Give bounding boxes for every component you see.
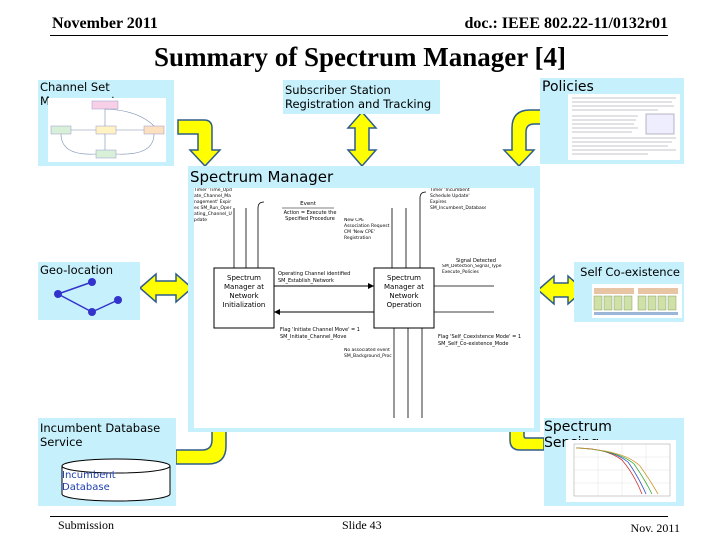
spectrum-manager-box: Spectrum Manager Event Action = Execute … — [188, 166, 540, 432]
sm-initiate: SM_Initiate_Channel_Move — [280, 334, 346, 340]
geo-location-box: Geo-location — [38, 262, 140, 320]
state-init-label: Spectrum Manager at Network Initializati… — [222, 274, 266, 309]
database-cylinder-icon — [61, 458, 171, 502]
sm-detection: SM_Detection_Signal_Type Execute_Policie… — [442, 264, 502, 275]
policies-label: Policies — [542, 79, 594, 95]
footer-submission: Submission — [58, 518, 115, 532]
policies-text-lines — [572, 97, 676, 155]
flag-self: Flag 'Self_Coexistence Mode' = 1 — [438, 334, 521, 340]
legend-event: Event — [300, 201, 317, 207]
sm-self: SM_Self_Co-existence_Mode — [438, 341, 508, 347]
arrow-channel-set — [177, 119, 222, 168]
state-diagram-panel: Event Action = Execute the Specified Pro… — [194, 188, 534, 428]
geo-network-graph — [54, 278, 122, 316]
channel-set-box: Channel Set Management — [38, 80, 174, 166]
sensing-curves — [573, 443, 671, 497]
state-op-label: Spectrum Manager at Network Operation — [384, 274, 424, 309]
header-date: November 2011 — [52, 15, 158, 32]
self-coexistence-label: Self Co-existence — [580, 265, 680, 279]
no-assoc: No associated event SM_Background_Proces… — [344, 348, 392, 359]
policies-box: Policies — [540, 78, 684, 164]
self-coexistence-thumbnail — [592, 284, 682, 318]
incumbent-db-label: Incumbent Database Service — [40, 421, 161, 449]
state-diagram-svg: Event Action = Execute the Specified Pro… — [194, 188, 521, 418]
flag-initiate: Flag 'Initiate Channel Move' = 1 — [280, 327, 360, 333]
header-doc-id: doc.: IEEE 802.22-11/0132r01 — [464, 15, 668, 32]
self-coexistence-box: Self Co-existence — [574, 262, 684, 322]
footer-date: Nov. 2011 — [630, 521, 680, 535]
legend-action: Action = Execute the Specified Procedure — [283, 210, 337, 222]
new-cpe: New CPE Association Request CM 'New CPE'… — [344, 218, 390, 241]
geo-location-label: Geo-location — [40, 263, 114, 277]
page-title: Summary of Spectrum Manager [4] — [154, 42, 566, 72]
arrow-geo-location — [138, 272, 194, 304]
coexistence-frames — [593, 288, 678, 315]
footer-rule — [50, 516, 668, 517]
op-channel-identified: Operating Channel identified — [278, 271, 350, 277]
state-op-box — [373, 267, 435, 329]
timer-top-left: Timer 'Time_Update_Channel_Management' E… — [194, 188, 232, 223]
channel-set-state-graph — [50, 100, 165, 159]
arrow-policies — [502, 109, 549, 168]
incumbent-db-cylinder-label: Incumbent Database — [62, 470, 116, 493]
header-rule — [50, 35, 668, 36]
incumbent-db-box: Incumbent Database Service Incumbent Dat… — [38, 418, 176, 506]
footer-slide-number: Slide 43 — [342, 518, 382, 532]
timer-top-right: Timer 'Incumbent Schedule Update' Expire… — [430, 188, 486, 211]
arrow-subscriber — [346, 110, 378, 168]
spectrum-sensing-plot-thumbnail — [566, 440, 676, 502]
state-init-box — [213, 267, 275, 329]
policies-document-thumbnail — [568, 94, 680, 160]
spectrum-manager-label: Spectrum Manager — [190, 168, 334, 186]
subscriber-label: Subscriber Station Registration and Trac… — [285, 83, 432, 111]
subscriber-box: Subscriber Station Registration and Trac… — [283, 80, 440, 114]
sm-establish: SM_Establish_Network — [278, 278, 334, 284]
channel-set-diagram-thumbnail — [48, 98, 166, 162]
signal-detected: Signal Detected — [456, 258, 496, 264]
spectrum-sensing-box: Spectrum Sensing — [544, 418, 684, 506]
